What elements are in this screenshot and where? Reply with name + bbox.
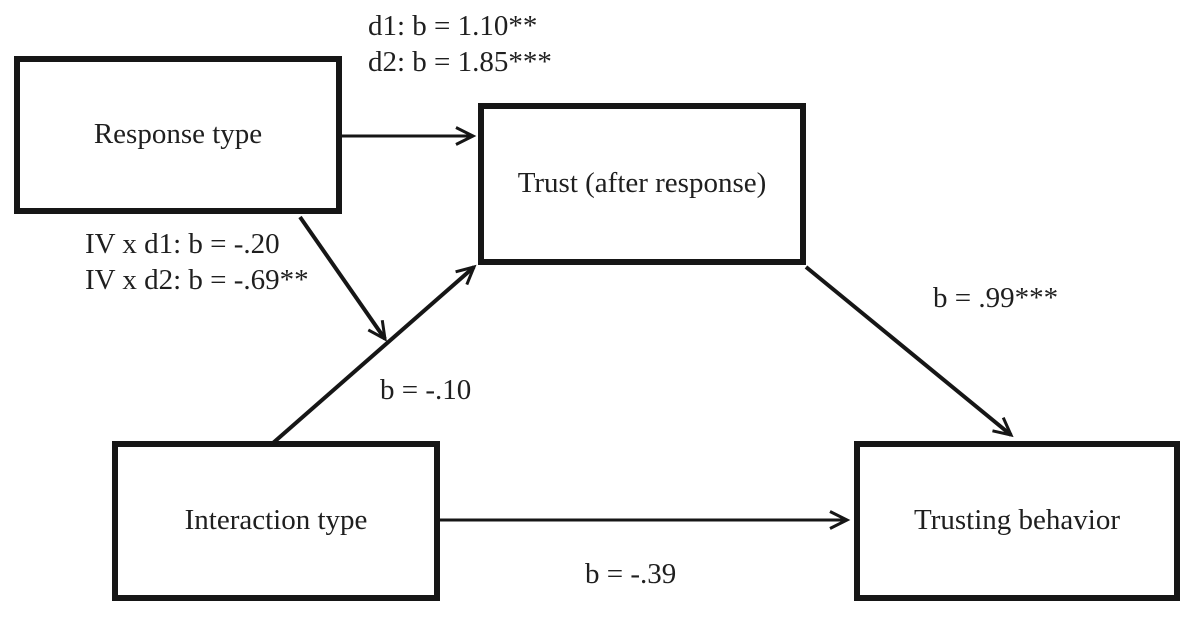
node-trusting-behavior-label: Trusting behavior	[914, 504, 1120, 537]
node-trust-after-response-label: Trust (after response)	[517, 167, 767, 200]
coefficient-response-to-trust: d1: b = 1.10** d2: b = 1.85***	[368, 8, 552, 80]
node-interaction-type: Interaction type	[112, 441, 440, 601]
coefficient-interaction-to-behavior: b = -.39	[585, 558, 677, 590]
coefficient-iv-d1: IV x d1: b = -.20	[85, 228, 280, 260]
arrow-moderation	[298, 215, 387, 342]
node-trusting-behavior: Trusting behavior	[854, 441, 1180, 601]
coefficient-trust-to-behavior: b = .99***	[933, 282, 1059, 314]
node-interaction-type-label: Interaction type	[184, 504, 368, 537]
node-trust-after-response: Trust (after response)	[478, 103, 806, 265]
arrow-trust-to-behavior	[804, 265, 1014, 438]
coefficient-interaction-to-trust: b = -.10	[380, 374, 472, 406]
node-response-type-label: Response type	[93, 118, 263, 151]
arrow-interaction-to-trust	[271, 264, 477, 445]
coefficient-d1: d1: b = 1.10**	[368, 10, 538, 42]
coefficient-d2: d2: b = 1.85***	[368, 46, 552, 78]
coefficient-iv-d2: IV x d2: b = -.69**	[85, 264, 309, 296]
node-response-type: Response type	[14, 56, 342, 214]
coefficient-moderation: IV x d1: b = -.20 IV x d2: b = -.69**	[85, 226, 309, 298]
